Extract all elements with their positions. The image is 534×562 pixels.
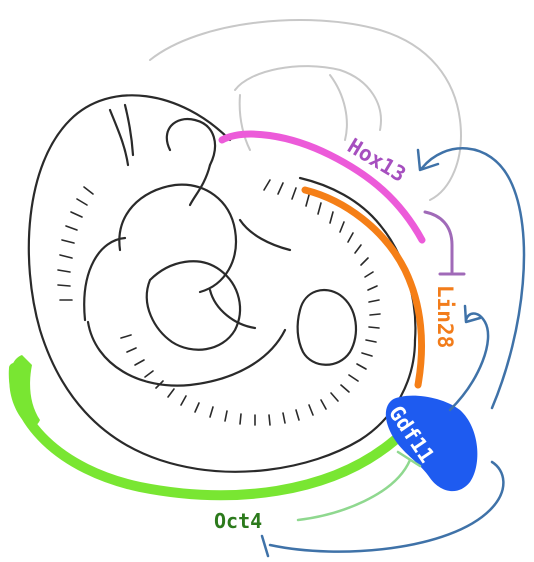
activation-arrow-icon [418,150,438,170]
oct4-band-thick-end [9,355,40,426]
gdf11-hox13-activation-arrow [418,148,524,408]
lin28-expression-band [305,190,422,385]
inhibition-bar-icon [262,536,268,556]
hox13-inhibition-connector [425,212,464,274]
lin28-label: Lin28 [433,285,457,348]
head-outline [150,20,461,200]
oct4-label: Oct4 [214,509,262,533]
oct4-expression-band [14,368,395,495]
somite-ticks [58,180,380,425]
hox13-label: Hox13 [343,134,410,187]
hox13-expression-band [222,134,422,240]
